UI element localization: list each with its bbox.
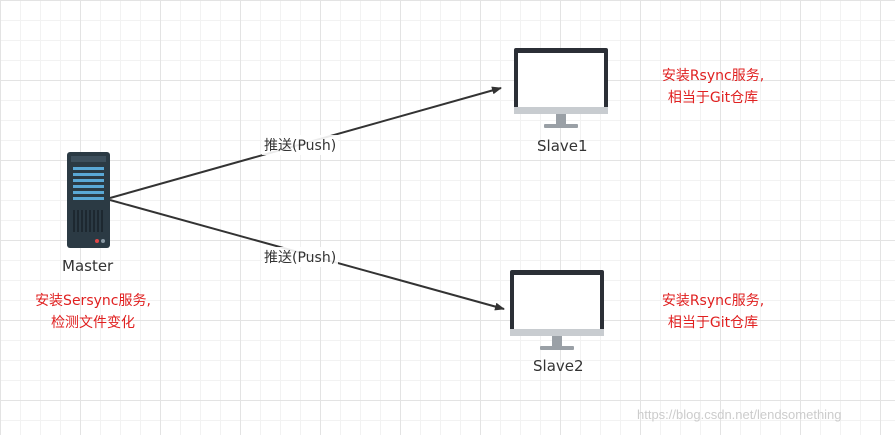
- server-icon: [67, 152, 110, 248]
- slave1-note-line: 相当于Git仓库: [667, 90, 759, 106]
- master-note-line: 检测文件变化: [51, 315, 135, 331]
- watermark: https://blog.csdn.net/lendsomething: [637, 407, 842, 422]
- master-note: 安装Sersync服务, 检测文件变化: [22, 290, 164, 334]
- master-note-line: 安装Sersync服务,: [35, 293, 151, 309]
- edge-label-push-slave2: 推送(Push): [262, 247, 339, 267]
- slave2-label: Slave2: [533, 357, 584, 375]
- slave1-label: Slave1: [537, 137, 588, 155]
- slave2-note-line: 安装Rsync服务,: [661, 293, 765, 309]
- slave1-note: 安装Rsync服务, 相当于Git仓库: [650, 65, 776, 109]
- master-label: Master: [62, 257, 114, 275]
- slave1-note-line: 安装Rsync服务,: [661, 68, 765, 84]
- edge-label-push-slave1: 推送(Push): [262, 135, 339, 155]
- monitor-icon: [514, 48, 608, 128]
- slave2-note-line: 相当于Git仓库: [667, 315, 759, 331]
- monitor-icon: [510, 270, 604, 350]
- slave2-note: 安装Rsync服务, 相当于Git仓库: [650, 290, 776, 334]
